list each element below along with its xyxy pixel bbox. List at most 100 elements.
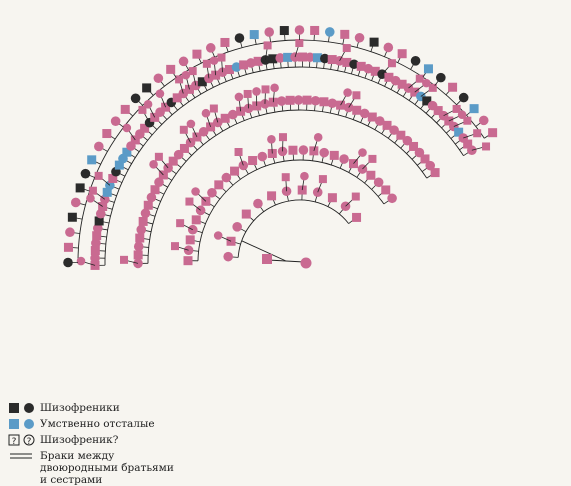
spouse xyxy=(185,198,193,206)
legend-label-schizophrenic: Шизофреники xyxy=(40,402,120,414)
person-male xyxy=(135,234,144,243)
spouse xyxy=(244,90,252,98)
person-male xyxy=(370,38,379,47)
spouse xyxy=(155,153,163,161)
person-male xyxy=(340,30,349,39)
spouse xyxy=(144,100,153,109)
person-male xyxy=(286,96,295,105)
spouse xyxy=(270,84,279,93)
person-male xyxy=(166,65,175,74)
spouse xyxy=(252,87,261,96)
person-male xyxy=(242,210,251,219)
person-male xyxy=(398,49,407,58)
person-male xyxy=(470,104,479,113)
spouse xyxy=(171,242,179,250)
person-male xyxy=(87,155,96,164)
person-female xyxy=(179,57,189,67)
spouse xyxy=(180,126,188,134)
person-male xyxy=(448,83,457,92)
legend-item-cousin-marriage: Браки между двоюродными братьями и сестр… xyxy=(6,448,186,476)
person-female xyxy=(253,199,263,209)
person-male xyxy=(184,256,193,265)
spouse xyxy=(368,155,376,163)
person-female xyxy=(295,25,305,35)
spouse xyxy=(300,172,309,181)
spouse xyxy=(149,160,158,169)
person-male xyxy=(280,26,289,35)
person-male xyxy=(488,128,497,137)
person-male xyxy=(424,64,433,73)
person-female xyxy=(319,148,329,158)
person-male xyxy=(248,156,257,165)
spouse xyxy=(235,148,243,156)
person-female xyxy=(277,96,287,106)
person-female xyxy=(311,96,321,106)
person-female xyxy=(232,222,242,232)
spouse xyxy=(176,219,184,227)
person-female xyxy=(387,193,397,203)
spouse xyxy=(352,193,360,201)
person-male xyxy=(303,96,312,105)
spouse xyxy=(214,231,223,240)
spouse xyxy=(282,173,290,181)
spouse xyxy=(352,91,360,99)
person-male xyxy=(64,243,73,252)
legend-label-questionable: Шизофреник? xyxy=(40,434,118,446)
spouse xyxy=(86,194,95,203)
spouse xyxy=(314,133,323,142)
spouse xyxy=(388,59,396,67)
person-male xyxy=(310,26,319,35)
person-female xyxy=(71,198,81,208)
person-female xyxy=(294,95,304,105)
double-line-icon xyxy=(8,450,38,464)
question-mark-square: ? xyxy=(12,437,17,446)
questionable-symbol-icon: ? ? xyxy=(8,434,38,448)
spouse xyxy=(279,133,287,141)
person-female xyxy=(136,225,146,235)
person-female xyxy=(264,27,274,37)
person-male xyxy=(214,180,223,189)
spouse xyxy=(203,60,211,68)
person-female xyxy=(223,252,233,262)
person-male xyxy=(102,129,111,138)
person-male xyxy=(68,213,77,222)
spouse xyxy=(463,117,471,125)
spouse xyxy=(89,187,97,195)
person-male xyxy=(431,168,440,177)
spouse xyxy=(156,89,165,98)
person-male xyxy=(319,97,328,106)
spouse xyxy=(358,148,367,157)
legend-item-schizophrenic: Шизофреники xyxy=(6,400,186,416)
person-female xyxy=(479,116,489,126)
spouse xyxy=(217,54,225,62)
legend-item-retarded: Умственно отсталые xyxy=(6,416,186,432)
person-female xyxy=(63,258,73,268)
person-female xyxy=(325,27,335,37)
person-male xyxy=(192,215,201,224)
legend-label-retarded: Умственно отсталые xyxy=(40,418,155,430)
person-female xyxy=(299,145,309,155)
spouse xyxy=(187,120,196,129)
person-female xyxy=(94,142,104,152)
spouse xyxy=(191,187,200,196)
person-female xyxy=(257,152,267,162)
spouse xyxy=(262,85,270,93)
person-female xyxy=(131,94,141,104)
person-male xyxy=(76,183,85,192)
descent-arc xyxy=(238,200,349,257)
spouse xyxy=(202,109,211,118)
person-male xyxy=(186,235,195,244)
spouse xyxy=(210,56,219,65)
person-male xyxy=(192,50,201,59)
spouse xyxy=(77,257,86,266)
person-female xyxy=(141,208,151,218)
spouse xyxy=(264,41,272,49)
person-female xyxy=(411,56,421,66)
person-female xyxy=(154,73,164,83)
person-male xyxy=(230,167,239,176)
person-female xyxy=(355,33,365,43)
person-female xyxy=(111,116,121,126)
person-female xyxy=(339,154,349,164)
retarded-symbol-icon xyxy=(8,418,38,432)
person-female xyxy=(81,169,91,179)
